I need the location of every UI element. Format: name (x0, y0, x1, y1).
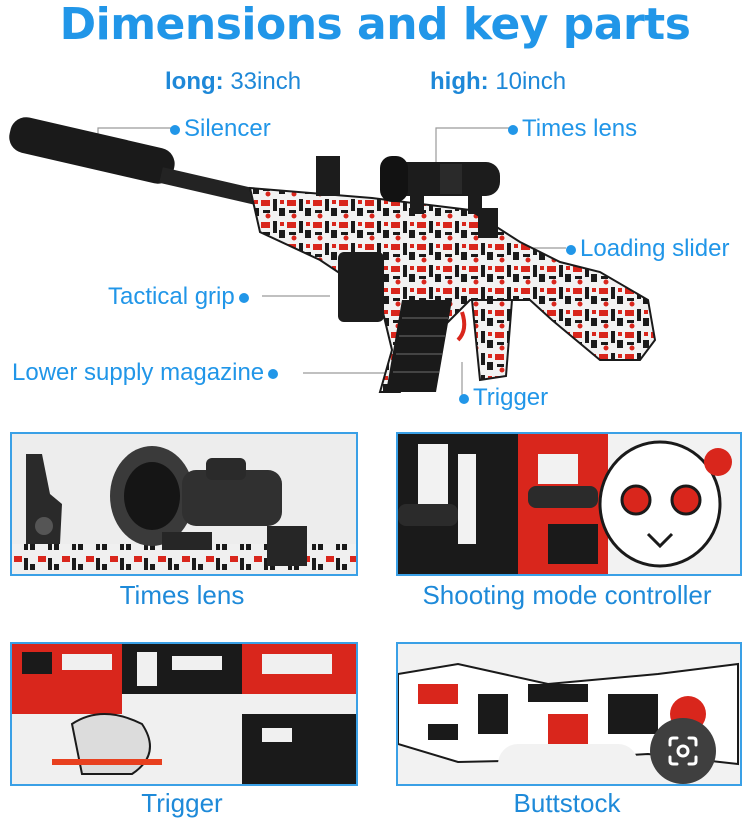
shooting-mode-photo (398, 434, 740, 574)
label-trigger: Trigger (455, 384, 548, 412)
lens-search-icon (668, 736, 698, 766)
panel-shooting-mode-controller (396, 432, 742, 576)
dot-marker (170, 124, 180, 135)
length-spec: long: 33inch (165, 68, 301, 96)
height-label: high: (430, 68, 489, 95)
label-lower-supply-magazine: Lower supply magazine (12, 359, 282, 387)
caption-shooting-mode-controller: Shooting mode controller (422, 580, 712, 610)
label-times-lens: Times lens (504, 115, 637, 143)
label-tactical-grip: Tactical grip (108, 283, 253, 311)
dot-marker (268, 368, 279, 379)
times-lens-photo (12, 434, 356, 574)
caption-trigger: Trigger (141, 788, 223, 818)
height-value: 10inch (495, 68, 567, 95)
label-silencer: Silencer (166, 115, 271, 143)
dot-marker (238, 292, 249, 303)
trigger-photo (12, 644, 356, 784)
label-loading-slider: Loading slider (562, 235, 729, 263)
page-title: Dimensions and key parts (59, 0, 691, 50)
caption-times-lens: Times lens (119, 580, 245, 610)
length-value: 33inch (230, 68, 302, 95)
height-spec: high: 10inch (430, 68, 566, 96)
panel-trigger (10, 642, 358, 786)
caption-buttstock: Buttstock (513, 788, 621, 818)
gun-illustration (9, 117, 657, 396)
dot-marker (566, 244, 576, 255)
dot-marker (459, 393, 469, 404)
panel-times-lens (10, 432, 358, 576)
length-label: long: (165, 68, 224, 95)
dot-marker (508, 124, 518, 135)
lens-search-button[interactable] (650, 718, 716, 784)
